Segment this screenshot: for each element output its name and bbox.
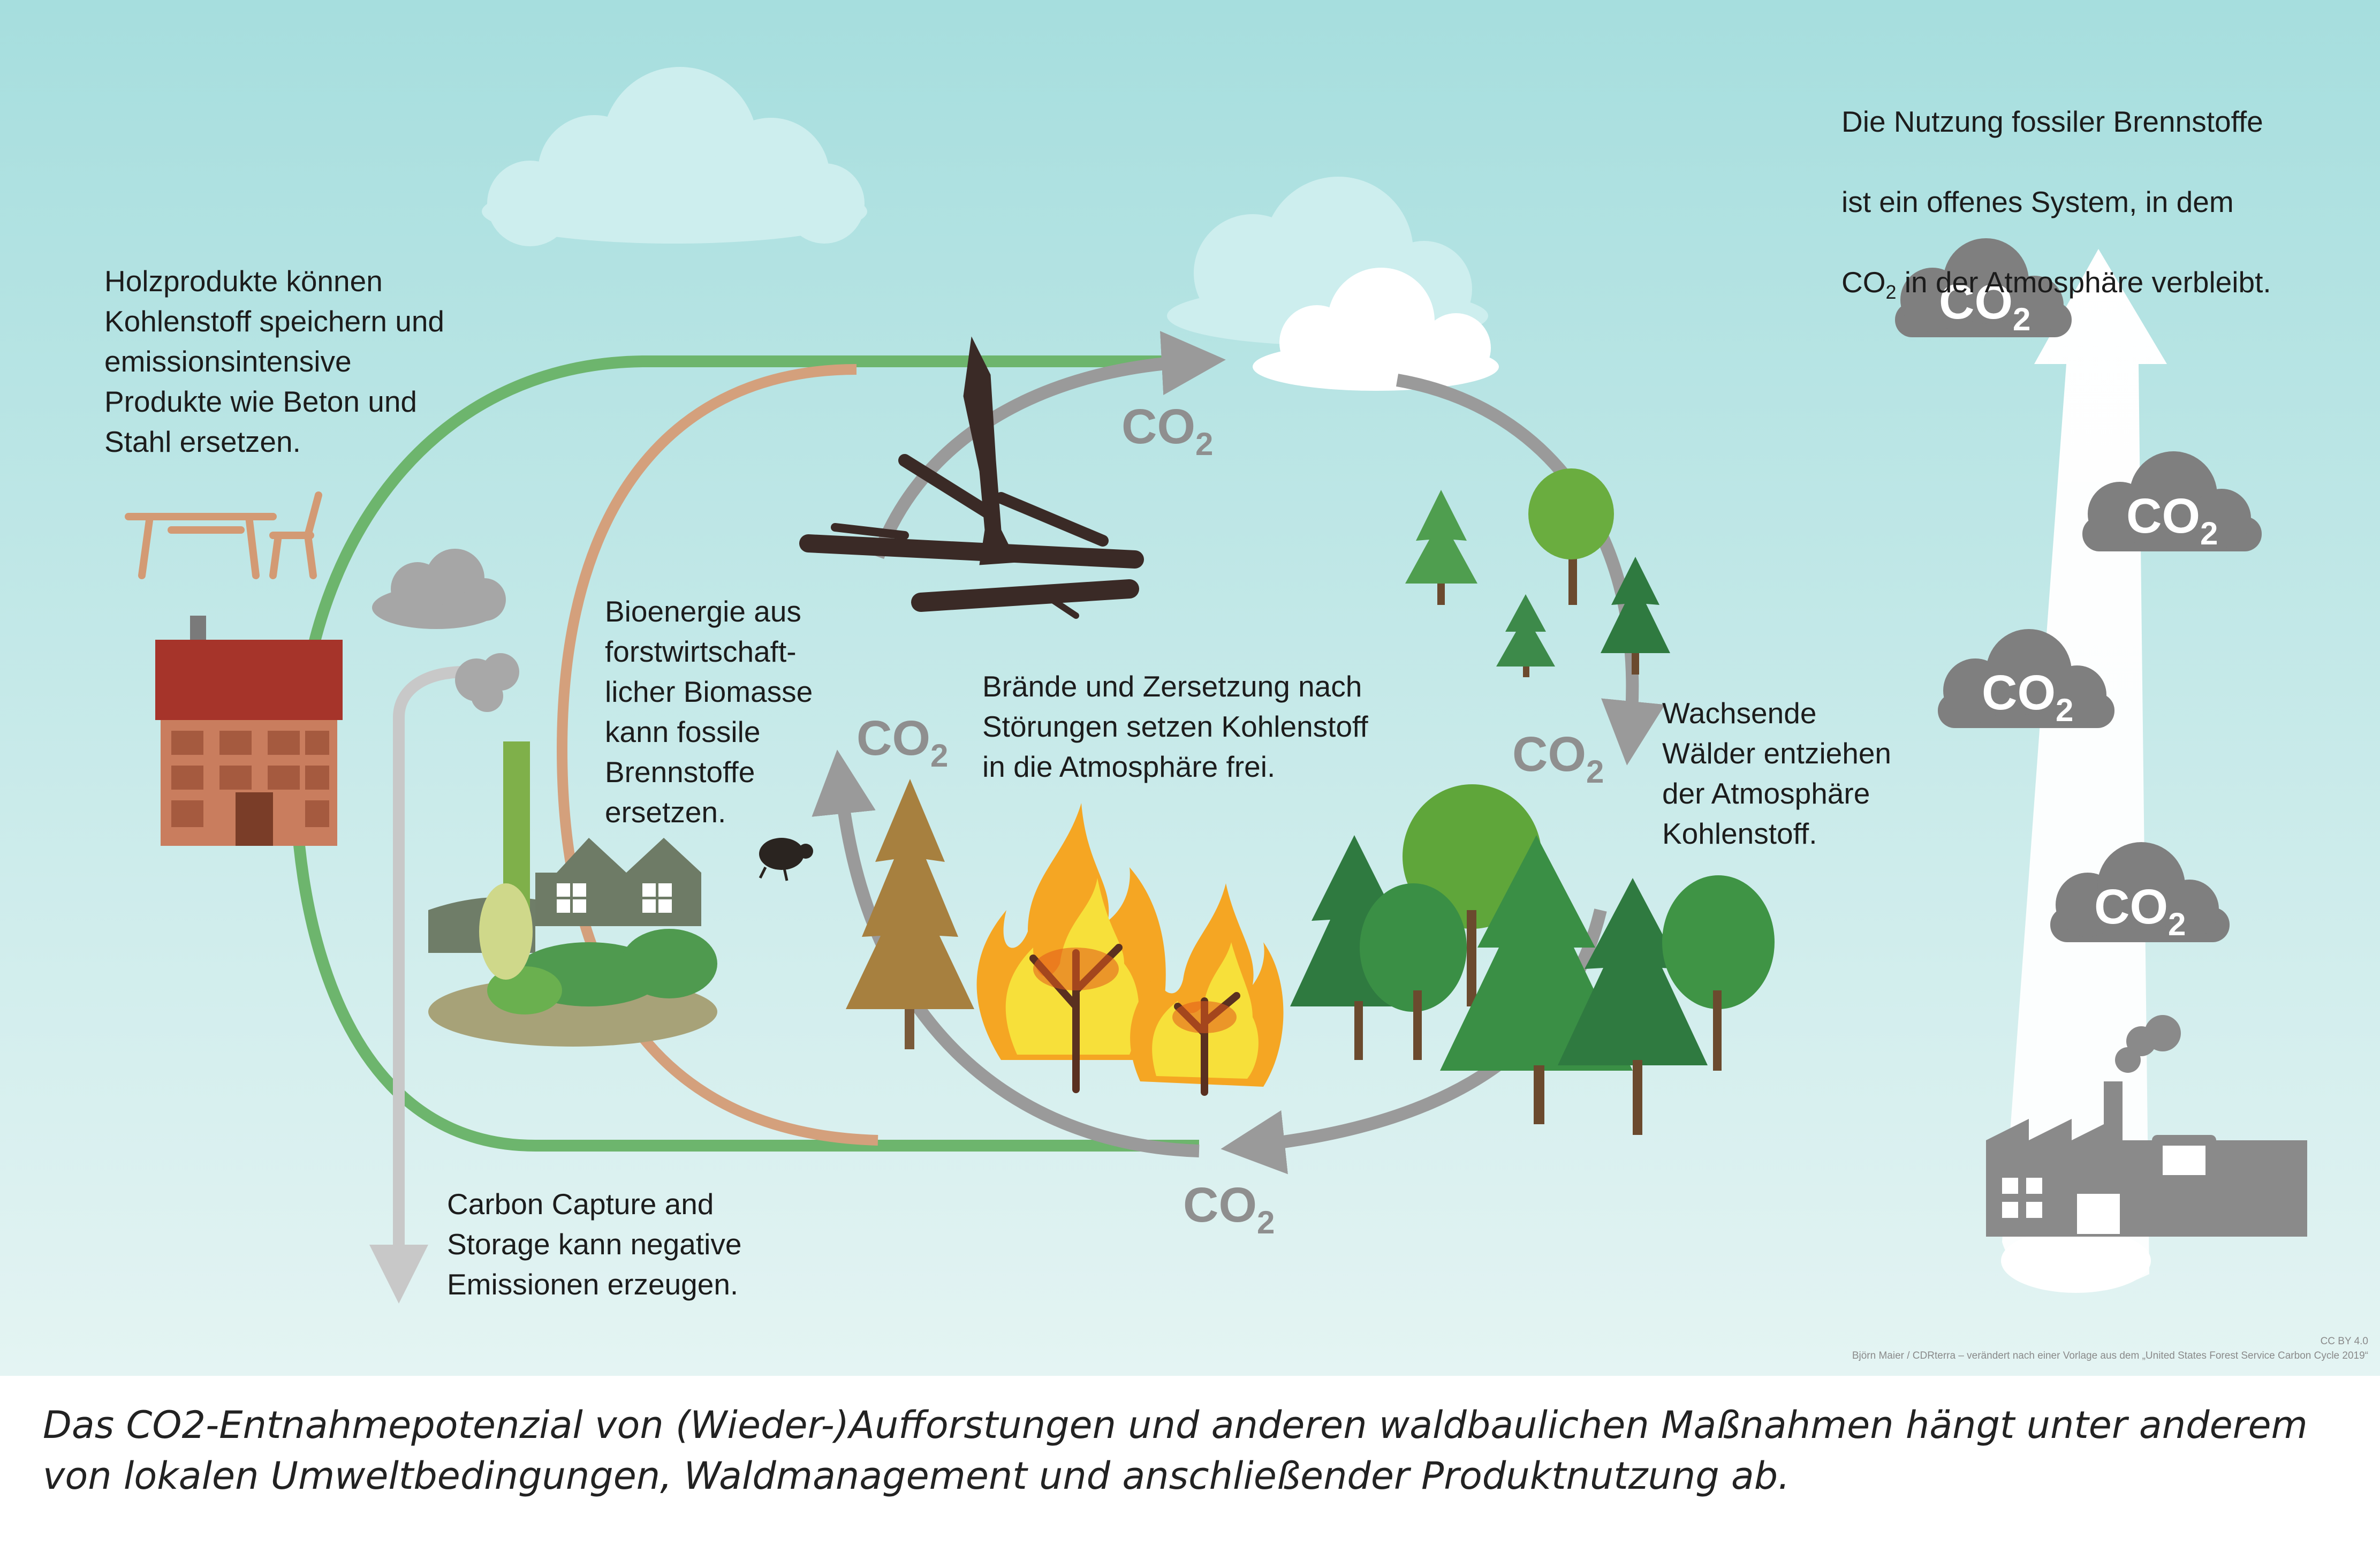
svg-text:CO2: CO2 [2094,880,2186,942]
credit-license: CC BY 4.0 [2320,1336,2368,1347]
label-fossil-open-system: Die Nutzung fossiler Brennstoffe ist ein… [1841,62,2271,352]
bioenergy-plant-icon [428,741,717,1047]
label-growing-forests: Wachsende Wälder entziehen der Atmosphär… [1662,696,1892,850]
svg-text:CO2: CO2 [857,711,948,774]
cycle-arrow-left [812,749,1200,1157]
brown-conifer-icon [846,779,974,1049]
ccs-smoke-icon [455,653,519,712]
small-broadleaf-1 [1528,468,1614,605]
credit-source: Björn Maier / CDRterra – verändert nach … [1852,1350,2368,1361]
fossil-note-line-1: Die Nutzung fossiler Brennstoffe [1841,105,2263,138]
caption-background [0,1376,2380,1545]
small-conifer-1 [1405,490,1477,605]
svg-text:CO2: CO2 [2126,489,2218,551]
svg-text:CO2: CO2 [1512,727,1604,790]
fossil-note-line-3: CO2 in der Atmosphäre verbleibt. [1841,262,2271,312]
fossil-co2-label-4: CO2 [2094,880,2186,942]
svg-text:CO2: CO2 [1121,399,1213,462]
factory-icon [1986,1015,2307,1237]
fossil-co2-cloud-1 [1895,238,2072,337]
ccs-pipe [369,666,466,1304]
svg-text:CO2: CO2 [1939,275,2030,337]
fossil-co2-cloud-3 [1938,629,2114,728]
dead-tree-icon [799,336,1144,619]
co2-label-left: CO2 [857,711,948,774]
fossil-co2-cloud-4 [2050,842,2230,942]
label-ccs: Carbon Capture and Storage kann negative… [447,1187,742,1301]
svg-text:CO2: CO2 [1183,1178,1275,1240]
fossil-note-rest: in der Atmosphäre verbleibt. [1896,266,2271,299]
small-conifer-3 [1601,557,1670,675]
house-icon [155,616,343,846]
figure-caption: Das CO2-Entnahmepotenzial von (Wieder-)A… [43,1403,2308,1498]
co2-label-bottom: CO2 [1183,1178,1275,1240]
label-wood-products: Holzprodukte können Kohlenstoff speicher… [104,264,444,458]
bioenergy-path [556,364,878,1146]
cloud-center-white [1253,268,1499,391]
fossil-note-co2: CO [1841,266,1886,299]
svg-text:CO2: CO2 [1982,665,2073,728]
furniture-icon [125,491,322,579]
fossil-co2-label-1: CO2 [1939,275,2030,337]
small-conifer-2 [1496,594,1555,677]
fossil-co2-label-3: CO2 [1982,665,2073,728]
co2-label-top: CO2 [1121,399,1213,462]
growing-forest-icon [1290,784,1775,1135]
label-fires-decomposition: Brände und Zersetzung nach Störungen set… [982,670,1368,783]
forest-fire-icon [976,803,1284,1096]
label-bioenergy: Bioenergie aus forstwirtschaft- licher B… [605,595,813,829]
house-smoke-icon [372,549,506,629]
fossil-note-co2-sub: 2 [1885,281,1897,303]
fossil-note-line-2: ist ein offenes System, in dem [1841,185,2234,218]
fuel-pump-icon [2152,1135,2233,1237]
beetle-icon [759,838,813,881]
cycle-arrow-top [871,331,1226,559]
fossil-co2-label-2: CO2 [2126,489,2218,551]
cloud-left [482,67,867,246]
fossil-co2-cloud-2 [2082,451,2262,551]
co2-label-right: CO2 [1512,727,1604,790]
